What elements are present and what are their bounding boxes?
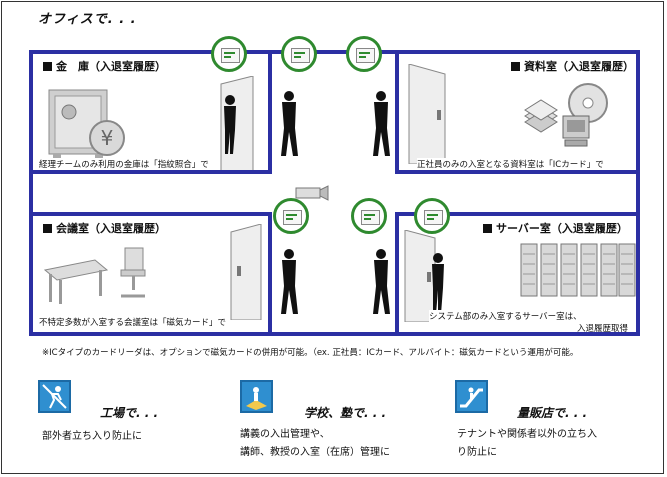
use-case-school-title: 学校、塾で. . . (304, 406, 387, 420)
use-case-store-desc-line1: テナントや関係者以外の立ち入 (457, 429, 597, 440)
room-server-caption-line2: 入退履歴取得 (577, 322, 629, 334)
door-icon (403, 229, 439, 323)
school-entrance-icon (240, 380, 273, 413)
use-case-factory-title: 工場で. . . (100, 406, 159, 420)
table-icon (41, 256, 111, 304)
person-walking-silhouette (278, 90, 300, 158)
room-safe-caption: 経理チームのみ利用の金庫は「指紋照合」で (39, 158, 209, 170)
room-server: サーバー室（入退室履歴） (395, 212, 640, 336)
card-reader-magnetic (273, 198, 309, 234)
page-title: オフィスで. . . (38, 12, 137, 27)
security-camera-icon (294, 184, 330, 204)
use-case-school-desc-line2: 講師、教授の入室（在席）管理に (240, 447, 390, 458)
card-reader-ic (414, 198, 450, 234)
card-reader-ic (351, 198, 387, 234)
footnote: ※ICタイプのカードリーダは、オプションで磁気カードの併用が可能。（ex. 正社… (42, 348, 579, 358)
no-entry-runner-icon (38, 380, 71, 413)
door-icon (405, 63, 449, 165)
room-meeting-title: 会議室（入退室履歴） (43, 220, 166, 236)
office-chair-icon (117, 246, 149, 302)
room-records-title: 資料室（入退室履歴） (511, 58, 634, 74)
computer-icon (561, 114, 591, 148)
use-case-store-desc-line2: り防止に (457, 447, 497, 458)
person-silhouette (429, 252, 447, 314)
documents-icon (521, 96, 561, 136)
use-case-store-title: 量販店で. . . (517, 406, 588, 420)
svg-text:¥: ¥ (101, 126, 114, 150)
room-meeting: 会議室（入退室履歴） 不特定多数が入室する会議室は「磁気カード」で (29, 212, 272, 336)
use-case-school-desc-line1: 講義の入出管理や、 (240, 429, 330, 440)
door-icon (229, 223, 267, 321)
room-server-title: サーバー室（入退室履歴） (483, 220, 628, 236)
person-walking-silhouette (370, 90, 392, 158)
use-case-factory-desc: 部外者立ち入り防止に (42, 431, 142, 442)
room-safe-title: 金 庫（入退室履歴） (43, 58, 166, 74)
building-outline (29, 50, 640, 336)
corridor-horizontal (33, 174, 636, 212)
room-meeting-caption: 不特定多数が入室する会議室は「磁気カード」で (39, 316, 227, 328)
card-reader-ic (346, 36, 382, 72)
card-reader-magnetic (281, 36, 317, 72)
person-silhouette (221, 94, 239, 154)
server-rack-icon (519, 240, 636, 300)
yen-coin-icon: ¥ (87, 118, 127, 158)
room-records-caption: 正社員のみの入室となる資料室は「ICカード」で (417, 158, 604, 170)
person-walking-silhouette (370, 248, 392, 316)
person-walking-silhouette (278, 248, 300, 316)
room-safe: 金 庫（入退室履歴） ¥ 経理チームのみ利用の金庫は「指紋照合」で (29, 50, 272, 174)
room-records: 資料室（入退室履歴） 正社員のみの入室となる資料室は「ICカード」で (395, 50, 640, 174)
card-reader-fingerprint (211, 36, 247, 72)
room-server-caption-line1: システム部のみ入室するサーバー室は、 (429, 310, 582, 322)
escalator-icon (455, 380, 488, 413)
